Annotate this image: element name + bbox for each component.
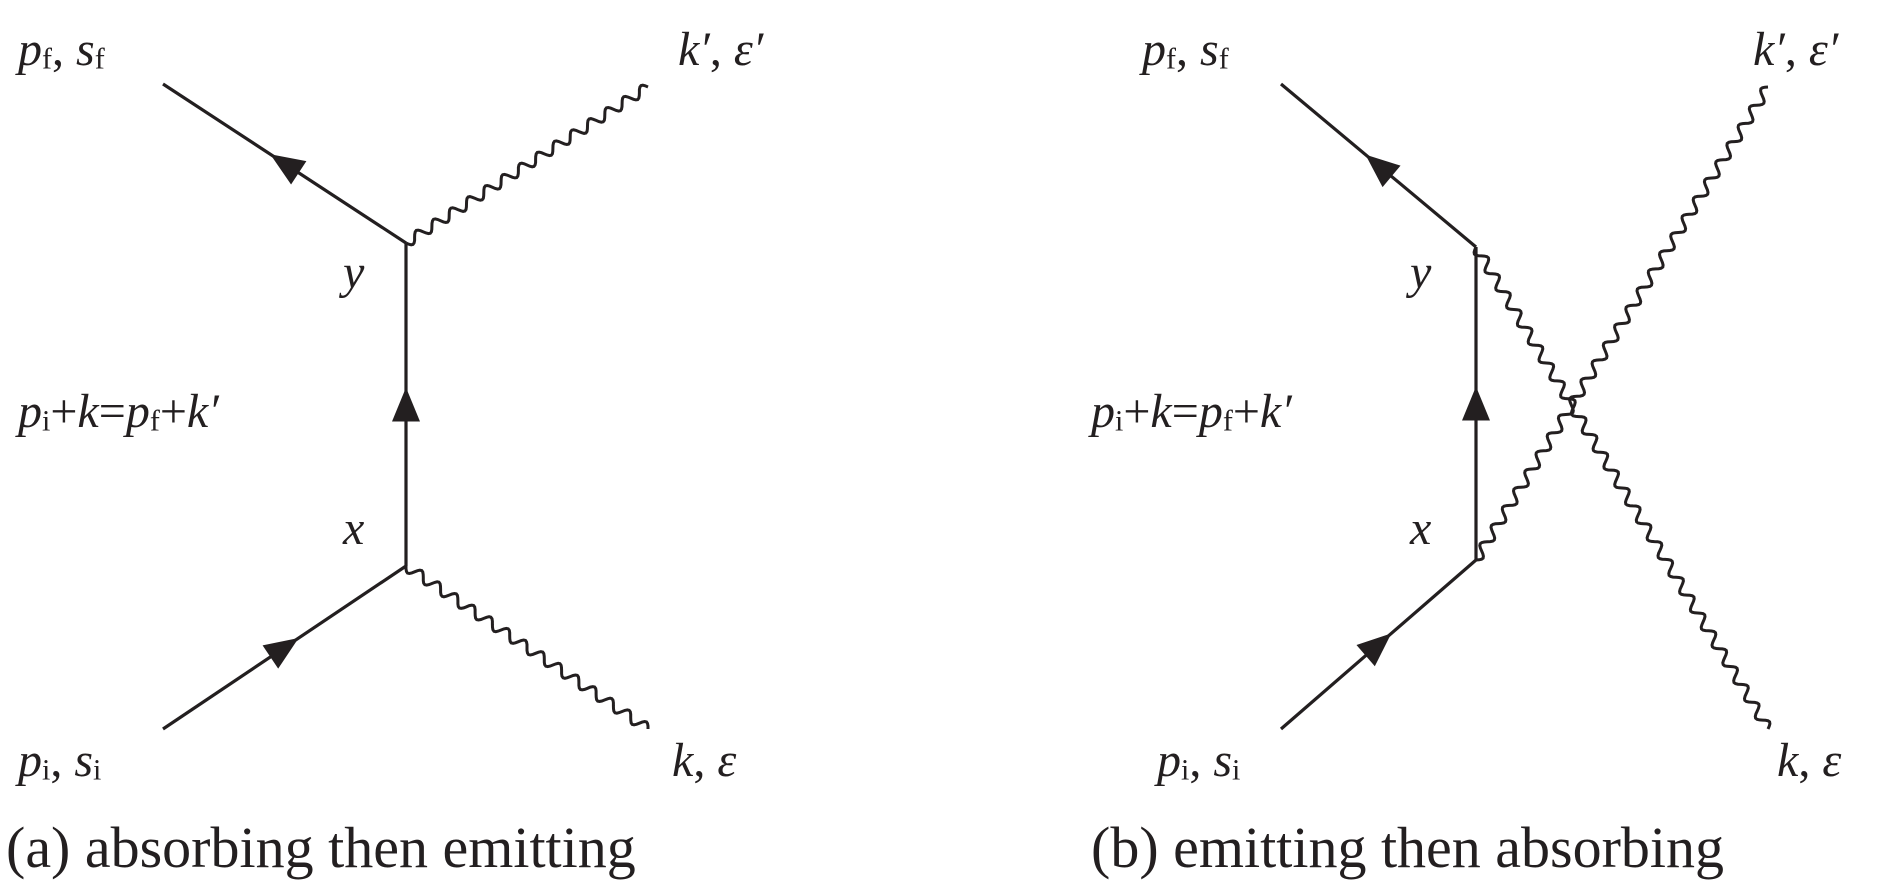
propagator-arrow-icon [392,387,420,422]
label-segment: y [343,246,365,299]
diagram-caption: (a) absorbing then emitting [6,815,636,880]
label-top-left: pf, sf [18,26,105,75]
label-segment: p [18,23,42,76]
label-segment: s [76,23,95,76]
photon-outgoing-line [1475,85,1769,562]
label-segment: p [18,734,42,787]
label-segment: i [1181,753,1190,787]
label-segment: + [1232,385,1260,438]
label-segment: x [1410,502,1432,555]
label-segment: k′ [678,23,710,76]
label-segment: x [343,502,365,555]
label-segment: i [93,753,102,787]
label-segment: , [50,734,75,787]
label-segment: ε′ [1808,23,1839,76]
label-segment: f [1222,404,1233,438]
label-vertex-y: y [1410,249,1431,297]
outgoing-electron-arrow-icon [270,154,307,185]
label-segment: p [125,385,150,438]
label-conservation: pi+k=pf+k′ [18,388,219,437]
label-segment: , [1176,23,1200,76]
label-segment: , [709,23,734,76]
label-vertex-x: x [343,505,364,553]
label-top-right: k′, ε′ [678,26,763,74]
label-segment: , [693,734,718,787]
label-top-right: k′, ε′ [1753,26,1838,74]
photon-incoming-line [1472,246,1772,730]
label-segment: , [52,23,76,76]
label-segment: p [1157,734,1181,787]
label-segment: k′ [186,385,219,438]
label-vertex-y: y [343,249,364,297]
label-segment: = [1171,385,1199,438]
label-segment: s [74,734,94,787]
photon-incoming-line [404,566,650,729]
incoming-electron-arrow-icon [262,638,299,669]
label-segment: i [42,404,51,438]
label-segment: p [1091,385,1115,438]
label-segment: s [1200,23,1219,76]
label-segment: p [1198,385,1223,438]
outgoing-electron-arrow-icon [1365,154,1401,188]
label-segment: i [1232,753,1241,787]
label-bottom-left: pi, si [1157,737,1240,786]
incoming-electron-arrow-icon [1356,633,1392,667]
label-bottom-right: k, ε [672,737,736,785]
photon-outgoing-line [405,83,649,247]
label-segment: , [1798,734,1823,787]
label-vertex-x: x [1410,505,1431,553]
label-segment: f [94,42,105,76]
label-segment: s [1213,734,1233,787]
label-segment: k′ [1753,23,1785,76]
label-conservation: pi+k=pf+k′ [1091,388,1292,437]
label-segment: p [1142,23,1166,76]
label-segment: ε′ [733,23,764,76]
label-segment: f [1166,42,1176,76]
label-segment: , [1189,734,1214,787]
label-segment: k [1150,385,1172,438]
label-bottom-left: pi, si [18,737,101,786]
label-segment: k [77,385,99,438]
label-segment: k [1777,734,1799,787]
label-segment: k′ [1259,385,1292,438]
label-segment: + [159,385,187,438]
label-top-left: pf, sf [1142,26,1229,75]
label-segment: f [149,404,160,438]
label-bottom-right: k, ε [1777,737,1841,785]
label-segment: ε [717,734,737,787]
label-segment: + [50,385,78,438]
label-segment: ε [1822,734,1842,787]
label-segment: p [18,385,42,438]
label-segment: + [1123,385,1151,438]
label-segment: f [1218,42,1229,76]
label-segment: i [42,753,51,787]
label-segment: i [1115,404,1124,438]
label-segment: = [98,385,126,438]
propagator-arrow-icon [1462,386,1490,421]
diagram-caption: (b) emitting then absorbing [1091,815,1725,880]
label-segment: y [1410,246,1432,299]
label-segment: f [42,42,52,76]
label-segment: , [1784,23,1809,76]
label-segment: k [672,734,694,787]
